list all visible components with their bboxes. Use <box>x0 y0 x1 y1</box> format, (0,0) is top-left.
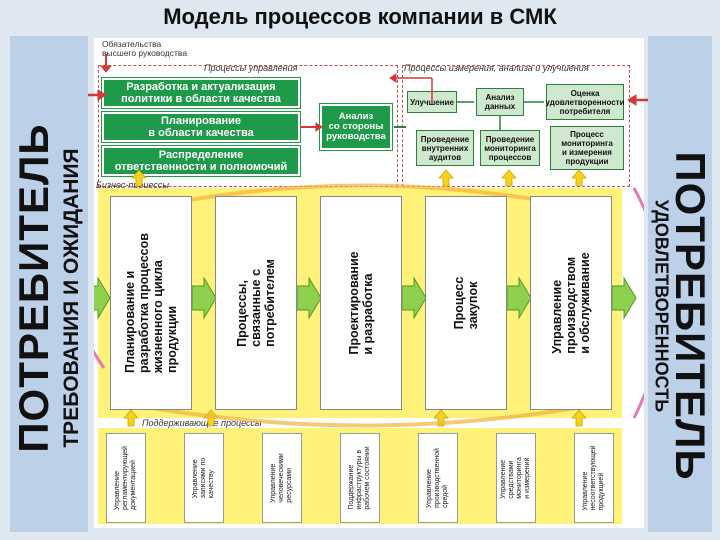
product-monitoring-box: Процесс мониторинга и измерения продукци… <box>550 126 624 170</box>
support-process-infrastructure-label: Поддержание инфраструктуры в рабочем сос… <box>348 446 371 510</box>
measurement-processes-label: Процессы измерения, анализа и улучшения <box>404 63 589 73</box>
support-process-nonconforming <box>574 433 614 523</box>
support-process-environment-label: Управление производственной средой <box>426 448 449 508</box>
business-process-production-label: Управление производством и обслуживание <box>550 252 592 354</box>
management-processes-label: Процессы управления <box>204 63 298 73</box>
business-process-customer <box>215 196 297 410</box>
responsibility-box: Распределение ответственности и полномоч… <box>101 145 301 177</box>
management-review-box: Анализ со стороны руководства <box>319 103 393 151</box>
business-process-planning-label: Планирование и разработка процессов жизн… <box>123 233 179 373</box>
business-process-planning <box>110 196 192 410</box>
support-process-measuring-equipment <box>496 433 536 523</box>
left-requirements-label: ТРЕБОВАНИЯ И ОЖИДАНИЯ <box>60 148 83 448</box>
business-process-design <box>320 196 402 410</box>
left-customer-title: ПОТРЕБИТЕЛЬ <box>10 123 57 453</box>
support-process-environment <box>418 433 458 523</box>
support-process-measuring-equipment-label: Управление средствами мониторинга и изме… <box>500 457 531 499</box>
right-satisfaction-label: УДОВЛЕТВОРЕННОСТЬ <box>651 199 672 413</box>
internal-audits-box: Проведение внутренних аудитов <box>416 130 474 166</box>
process-monitoring-box: Проведение мониторинга процессов <box>480 130 540 166</box>
quality-planning-box: Планирование в области качества <box>101 111 301 143</box>
yellow-up-arrows <box>123 169 587 427</box>
support-process-records-label: Управление записями по качеству <box>192 457 215 499</box>
quality-policy-box: Разработка и актуализация политики в обл… <box>101 77 301 109</box>
support-process-human-resources-label: Управление человеческими ресурсами <box>270 453 293 503</box>
support-process-infrastructure <box>340 433 380 523</box>
support-process-documentation <box>106 433 146 523</box>
support-processes-label: Поддерживающие процессы <box>142 418 262 428</box>
support-process-nonconforming-label: Управление несоответствующей продукцией <box>582 445 605 511</box>
page-title: Модель процессов компании в СМК <box>163 4 557 29</box>
data-analysis-box: Анализ данных <box>476 88 524 116</box>
support-process-documentation-label: Управление регламентирующей документацие… <box>114 446 137 510</box>
top-management-commitment: Обязательства высшего руководства <box>102 39 188 58</box>
business-process-purchasing <box>425 196 507 410</box>
right-customer-title: ПОТРЕБИТЕЛЬ <box>667 151 714 481</box>
business-process-production <box>530 196 612 410</box>
right-customer-panel: ПОТРЕБИТЕЛЬ УДОВЛЕТВОРЕННОСТЬ <box>648 36 714 532</box>
red-arrows <box>99 54 544 132</box>
business-process-customer-label: Процессы, связанные с потребителем <box>235 259 277 347</box>
connectors-layer <box>94 54 644 428</box>
business-process-design-label: Проектирование и разработка <box>347 251 375 355</box>
support-process-human-resources <box>262 433 302 523</box>
business-processes-label: Бизнес-процессы <box>96 180 170 190</box>
customer-satisfaction-box: Оценка удовлетворенности потребителя <box>545 84 625 120</box>
process-model-canvas: Обязательства высшего руководства Процес… <box>94 38 644 528</box>
business-process-purchasing-label: Процесс закупок <box>452 276 480 330</box>
business-flow-arrows <box>94 276 637 320</box>
left-customer-panel: ПОТРЕБИТЕЛЬ ТРЕБОВАНИЯ И ОЖИДАНИЯ <box>10 36 88 532</box>
support-process-records <box>184 433 224 523</box>
